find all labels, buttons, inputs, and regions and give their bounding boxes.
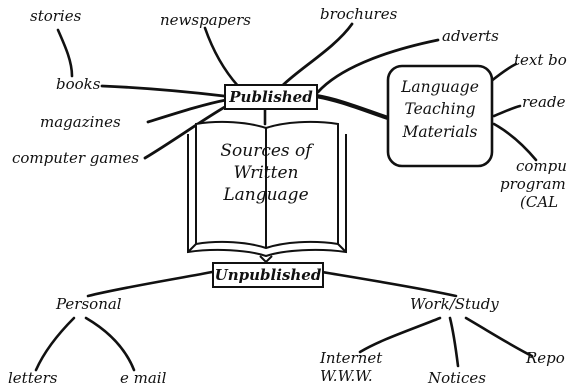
ltm-line-3: Materials [402,122,478,141]
label-email: e mail [120,369,167,387]
label-newspapers: newspapers [160,11,251,29]
open-book-icon [187,120,347,264]
ltm-line-1: Language [401,78,479,96]
line-magazines-published [146,98,228,124]
line-personal-email [84,316,136,372]
line-unpublished-workstudy [320,270,458,298]
label-computer-programs-3: (CAL [520,193,559,211]
line-ltm-programs [492,122,538,162]
label-personal: Personal [56,295,122,313]
ltm-box-outline [386,64,494,168]
unpublished-label: Unpublished [214,266,322,284]
label-magazines: magazines [40,113,121,131]
line-workstudy-internet [358,316,442,354]
line-ltm-readers [492,104,522,118]
label-work-study: Work/Study [410,295,499,313]
ltm-line-2: Teaching [404,100,476,119]
center-title-line-2: Written [233,163,299,184]
label-readers: reade [522,93,566,111]
label-reports: Repo [526,349,565,367]
label-notices: Notices [428,369,486,387]
label-computer-programs-1: compu [516,157,567,175]
line-adverts-published [316,38,440,94]
line-unpublished-personal [86,270,214,298]
line-stories-books [56,28,74,78]
label-books: books [56,75,101,93]
label-stories: stories [30,7,82,25]
label-internet-1: Internet [320,349,383,367]
center-title-line-1: Sources of [220,141,312,161]
label-adverts: adverts [442,27,499,45]
label-brochures: brochures [320,5,398,23]
line-books-published [100,84,226,98]
line-personal-letters [34,316,76,372]
label-computer-programs-2: program [500,175,566,193]
center-title: Sources of Written Language [206,140,326,206]
label-letters: letters [8,369,58,387]
line-games-published [143,102,232,160]
center-title-line-3: Language [223,185,309,206]
label-computer-games: computer games [12,149,140,167]
published-box: Published [224,84,318,110]
line-newspapers-published [203,26,240,88]
unpublished-box: Unpublished [212,262,324,288]
line-ltm-textbooks [488,62,518,84]
published-label: Published [229,88,313,106]
line-brochures-published [280,22,354,88]
line-workstudy-reports [464,316,534,358]
line-published-ltm [313,93,391,121]
ltm-title: Language Teaching Materials [390,76,490,143]
line-workstudy-notices [448,316,460,368]
label-text-books: text bo [514,51,567,69]
label-internet-2: W.W.W. [320,367,373,385]
